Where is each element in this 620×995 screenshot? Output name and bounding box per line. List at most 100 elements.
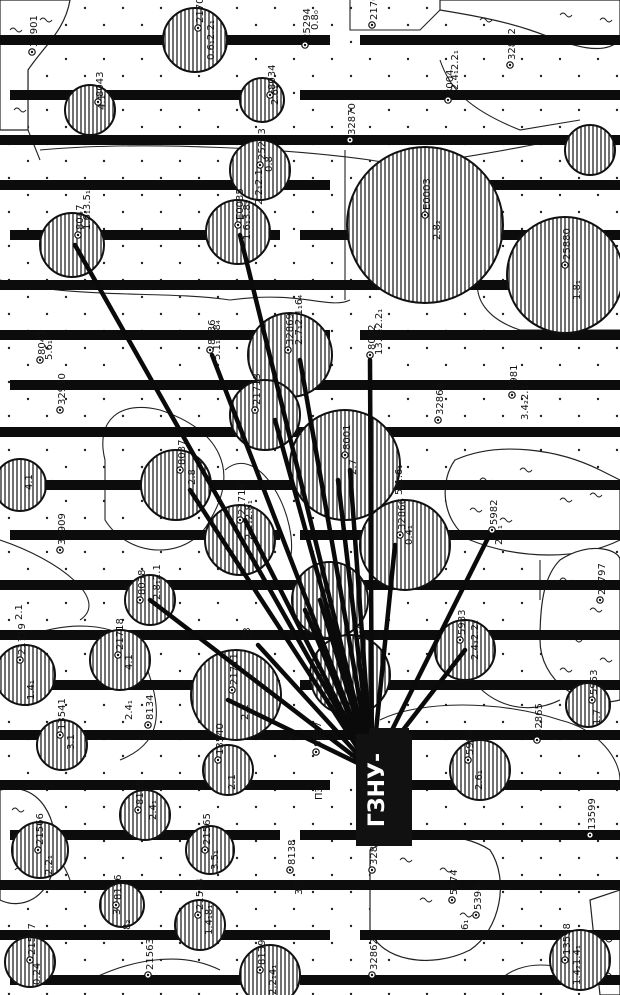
- well-marker-core: [203, 848, 207, 852]
- well-marker-core: [286, 348, 290, 352]
- well-21797[interactable]: 21797: [596, 563, 608, 604]
- well-13541[interactable]: 13541: [56, 698, 68, 739]
- parameter-label: 3.5₁: [210, 850, 221, 870]
- well-21707[interactable]: 21707: [368, 0, 380, 29]
- well-32869[interactable]: 32869: [284, 313, 296, 354]
- well-label: 32909: [57, 513, 68, 545]
- parameter-label: 2.4₁2.2₁: [450, 50, 461, 90]
- well-8135[interactable]: 8135: [134, 780, 146, 814]
- well-8041[interactable]: 8041: [36, 330, 48, 364]
- well-marker-core: [136, 808, 140, 812]
- well-21711[interactable]: 21711: [228, 653, 240, 694]
- well-21564[interactable]: 21564: [194, 878, 206, 919]
- well-25880[interactable]: 25880: [561, 228, 573, 269]
- well-21706[interactable]: 21706: [194, 0, 206, 32]
- well-marker-core: [458, 638, 462, 642]
- well-13598[interactable]: 13598: [561, 923, 573, 964]
- marker-label: ПЗ: [314, 786, 325, 800]
- well-21563[interactable]: 21563: [144, 938, 156, 979]
- well-8034[interactable]: 8034: [266, 65, 278, 99]
- well-label: 5982: [489, 500, 500, 525]
- well-21714[interactable]: 21714: [236, 483, 248, 524]
- well-21719[interactable]: 21719: [16, 623, 28, 664]
- well-label: 21567: [27, 923, 38, 955]
- well-5983[interactable]: 5983: [456, 610, 468, 644]
- well-marker-core: [508, 63, 512, 67]
- well-8137[interactable]: 8137: [312, 722, 324, 756]
- well-32868[interactable]: 32868: [434, 383, 446, 424]
- well-label: 25294: [302, 8, 313, 40]
- well-25294[interactable]: 25294: [301, 8, 313, 49]
- well-21567[interactable]: 21567: [26, 923, 38, 964]
- well-label: 5983: [457, 610, 468, 635]
- well-8136[interactable]: 8136: [112, 875, 124, 909]
- well-32909[interactable]: 32909: [56, 513, 68, 554]
- well-label: 8043: [95, 72, 106, 97]
- well-label: 21797: [597, 563, 608, 595]
- well-32862[interactable]: 32862: [368, 938, 380, 979]
- parameter-label: 5₁1.6₁: [394, 465, 405, 495]
- parameter-label: 2.2₁2.8₁: [244, 500, 255, 540]
- well-8047[interactable]: 8047: [74, 205, 86, 239]
- well-label: 32865: [534, 703, 545, 735]
- well-marker-core: [466, 758, 470, 762]
- well-label: 21707: [369, 0, 380, 20]
- well-32882[interactable]: 32882: [506, 28, 518, 69]
- well-32870[interactable]: 32870: [346, 103, 358, 144]
- parameter-label: 2.8₂: [432, 220, 443, 240]
- well-32863[interactable]: 32863: [368, 833, 380, 874]
- well-8092[interactable]: 8092: [366, 325, 378, 359]
- well-8139[interactable]: 8139: [256, 940, 268, 974]
- well-21718[interactable]: 21718: [114, 618, 126, 659]
- well-25293[interactable]: 25293: [256, 128, 268, 169]
- well-E0035[interactable]: E0035: [234, 188, 246, 229]
- parameter-label: 2.7: [348, 459, 359, 475]
- well-13599[interactable]: 13599: [586, 798, 598, 839]
- well-label: 32870: [347, 103, 358, 135]
- well-8001[interactable]: 8001: [341, 425, 353, 459]
- well-8036[interactable]: 8036: [206, 320, 218, 354]
- well-label: 32866: [397, 498, 408, 530]
- well-8138[interactable]: 8138: [286, 840, 298, 874]
- well-marker-core: [196, 26, 200, 30]
- parameter-label: 2.7: [352, 624, 363, 640]
- well-21566[interactable]: 21566: [34, 813, 46, 854]
- well-21713[interactable]: 21713: [251, 373, 263, 414]
- well-E0003[interactable]: E0003: [421, 178, 433, 219]
- well-5981[interactable]: 5981: [508, 365, 520, 399]
- well-5984[interactable]: 5984: [464, 730, 476, 764]
- well-label: 21719: [17, 623, 28, 655]
- well-marker-core: [58, 548, 62, 552]
- well-marker-core: [535, 738, 539, 742]
- well-8043[interactable]: 8043: [94, 72, 106, 106]
- well-32865[interactable]: 32865: [533, 703, 545, 744]
- parameter-label: 2.1: [14, 604, 25, 620]
- well-label: 21564: [195, 878, 206, 910]
- well-8134[interactable]: 8134: [144, 695, 156, 729]
- well-marker-core: [58, 408, 62, 412]
- well-label: 21718: [115, 618, 126, 650]
- well-label: 25293: [257, 128, 268, 160]
- well-8037[interactable]: 8037: [176, 440, 188, 474]
- well-21565[interactable]: 21565: [201, 813, 213, 854]
- well-label: 13598: [562, 923, 573, 955]
- well-32901[interactable]: 32901: [28, 15, 40, 56]
- well-32910[interactable]: 32910: [56, 373, 68, 414]
- well-5982[interactable]: 5982: [488, 500, 500, 534]
- well-8004[interactable]: 8004: [444, 70, 456, 104]
- well-marker-core: [588, 833, 592, 837]
- wells: 32901 21706 25294 21707 32882 8043 8034 8004 328…: [16, 0, 608, 979]
- parameter-label: 1.8₁: [572, 280, 583, 300]
- well-5953[interactable]: 5953: [588, 670, 600, 704]
- well-32866[interactable]: 32866: [396, 498, 408, 539]
- well-8038[interactable]: 8038: [136, 570, 148, 604]
- well-marker-core: [114, 903, 118, 907]
- well-label: 5984: [465, 730, 476, 755]
- well-marker-core: [258, 163, 262, 167]
- well-5874[interactable]: 5874: [448, 870, 460, 904]
- station-gznu[interactable]: ГЗНУ-: [356, 728, 412, 846]
- well-label: E0003: [422, 178, 433, 210]
- well-5394[interactable]: 5394: [472, 885, 484, 919]
- well-13540[interactable]: 13540: [214, 723, 226, 764]
